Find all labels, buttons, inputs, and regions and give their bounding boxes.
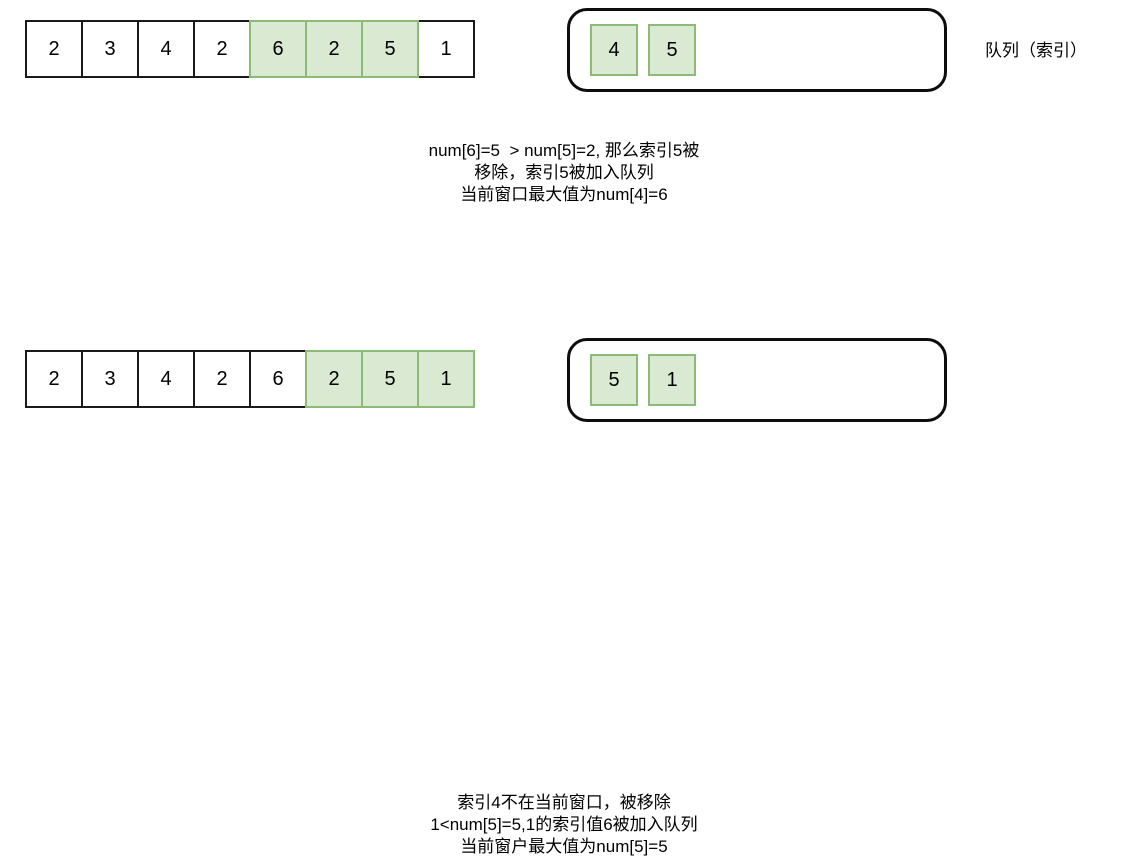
queue-item: 1 <box>648 354 696 406</box>
step-2-group: 2 3 4 2 6 2 5 1 5 1 索引4不在当前窗口，被移除 1<num[… <box>0 330 1128 856</box>
array-cell: 3 <box>81 20 139 78</box>
array-cell-highlighted: 6 <box>249 20 307 78</box>
queue-item: 4 <box>590 24 638 76</box>
array-cell-highlighted: 2 <box>305 20 363 78</box>
caption-line: 1<num[5]=5,1的索引值6被加入队列 <box>430 815 698 834</box>
step-2-row: 2 3 4 2 6 2 5 1 5 1 <box>0 330 1128 422</box>
nums-array-step-1: 2 3 4 2 6 2 5 1 <box>25 20 475 78</box>
array-cell: 4 <box>137 350 195 408</box>
step-1-group: 2 3 4 2 6 2 5 1 4 5 队列（索引） num[6]=5 > nu… <box>0 0 1128 204</box>
nums-array-step-2: 2 3 4 2 6 2 5 1 <box>25 350 475 408</box>
array-cell: 6 <box>249 350 307 408</box>
step-1-caption: num[6]=5 > num[5]=2, 那么索引5被 移除，索引5被加入队列 … <box>0 140 1128 206</box>
queue-step-2: 5 1 <box>567 338 947 422</box>
caption-line: 索引4不在当前窗口，被移除 <box>457 793 671 812</box>
caption-line: 移除，索引5被加入队列 <box>474 163 654 182</box>
queue-item: 5 <box>590 354 638 406</box>
array-cell-highlighted: 5 <box>361 350 419 408</box>
queue-step-1: 4 5 <box>567 8 947 92</box>
array-cell-highlighted: 5 <box>361 20 419 78</box>
step-2-caption: 索引4不在当前窗口，被移除 1<num[5]=5,1的索引值6被加入队列 当前窗… <box>0 792 1128 858</box>
queue-legend-label: 队列（索引） <box>985 41 1087 60</box>
array-cell: 2 <box>193 350 251 408</box>
array-cell: 2 <box>25 350 83 408</box>
array-cell-highlighted: 2 <box>305 350 363 408</box>
array-cell: 2 <box>193 20 251 78</box>
caption-line: 当前窗户最大值为num[5]=5 <box>460 837 668 856</box>
caption-line: num[6]=5 > num[5]=2, 那么索引5被 <box>428 141 700 160</box>
step-1-row: 2 3 4 2 6 2 5 1 4 5 队列（索引） <box>0 0 1128 92</box>
array-cell-highlighted: 1 <box>417 350 475 408</box>
queue-item: 5 <box>648 24 696 76</box>
caption-line: 当前窗口最大值为num[4]=6 <box>460 185 668 204</box>
array-cell: 2 <box>25 20 83 78</box>
array-cell: 4 <box>137 20 195 78</box>
array-cell: 1 <box>417 20 475 78</box>
array-cell: 3 <box>81 350 139 408</box>
